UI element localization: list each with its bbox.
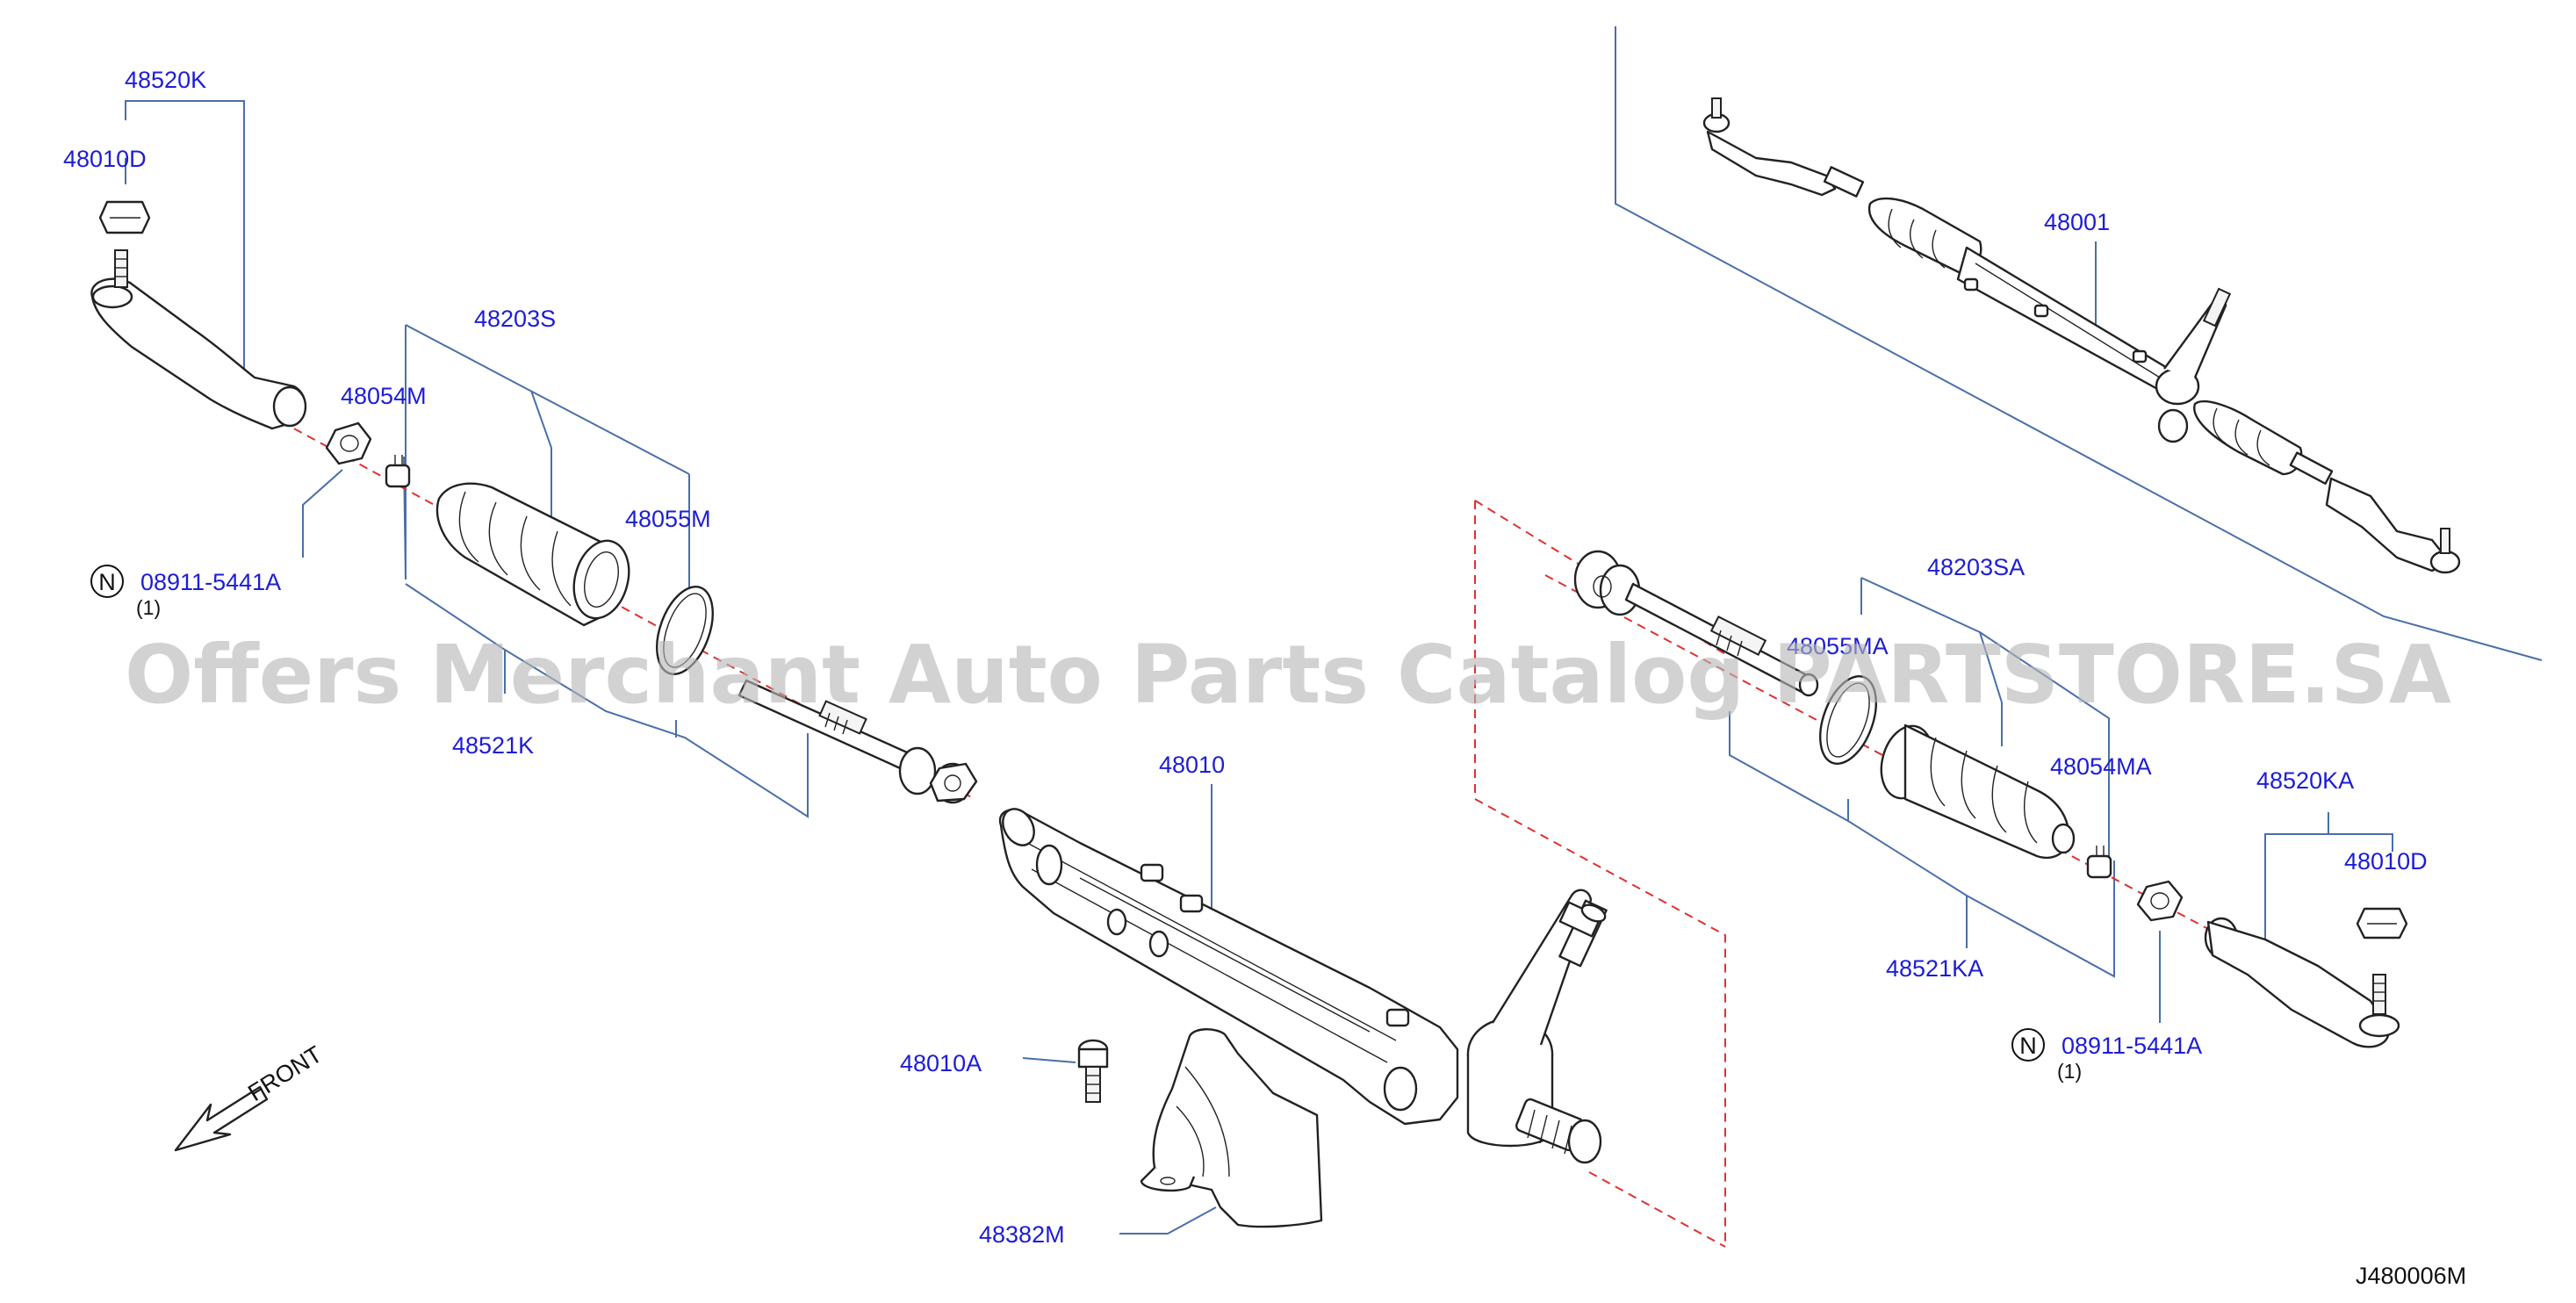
n-circle-icon: N — [2011, 1028, 2045, 1062]
label-48382M: 48382M — [979, 1221, 1065, 1248]
left-boot-clamp — [656, 586, 714, 675]
label-48054M: 48054M — [341, 383, 427, 409]
heat-shield — [1140, 1028, 1323, 1228]
qty-right: (1) — [2057, 1060, 2082, 1083]
label-48001: 48001 — [2044, 209, 2110, 235]
rack-assembly-48001 — [1702, 97, 2461, 574]
label-48054MA: 48054MA — [2050, 753, 2152, 780]
label-48010: 48010 — [1159, 752, 1225, 778]
label-48010D-right: 48010D — [2344, 848, 2428, 875]
leader-lines — [125, 26, 2543, 1235]
label-48055M: 48055M — [625, 506, 711, 532]
watermark: Offers Merchant Auto Parts Catalog PARTS… — [125, 628, 2451, 722]
front-arrow-icon — [174, 1085, 269, 1152]
left-inner-tie-rod — [738, 679, 978, 804]
label-48520K: 48520K — [125, 67, 206, 93]
rack-housing — [998, 808, 1608, 1164]
left-castle-nut — [98, 200, 151, 234]
right-boot-clamp — [1819, 675, 1877, 765]
label-48055MA: 48055MA — [1787, 633, 1889, 659]
label-48521K: 48521K — [452, 732, 534, 759]
label-48203SA: 48203SA — [1927, 554, 2025, 580]
right-inner-tie-rod — [1573, 550, 1819, 697]
right-clip — [2086, 846, 2112, 879]
mount-bolt — [1077, 1039, 1109, 1103]
right-tie-rod-end — [2204, 917, 2400, 1048]
right-lock-nut — [2136, 880, 2184, 922]
n-circle-icon: N — [90, 565, 124, 598]
diagram-code: J480006M — [2356, 1263, 2466, 1289]
label-48203S: 48203S — [474, 306, 556, 332]
right-boot — [1880, 723, 2076, 860]
label-48520KA: 48520KA — [2256, 767, 2354, 794]
left-boot — [435, 482, 630, 627]
left-tie-rod-end — [90, 249, 307, 430]
label-48010D-left: 48010D — [63, 146, 147, 172]
right-castle-nut — [2356, 907, 2408, 939]
front-label: FRONT — [243, 1040, 327, 1106]
label-48521KA: 48521KA — [1886, 955, 1983, 982]
qty-left: (1) — [136, 596, 161, 619]
left-lock-nut — [325, 421, 372, 465]
label-08911-right: 08911-5441A — [2062, 1033, 2202, 1059]
label-08911-left: 08911-5441A — [140, 569, 281, 595]
svg-text:N: N — [98, 569, 116, 595]
part-labels: 48520K 48010D 48203S 48054M 48055M 08911… — [63, 67, 2466, 1289]
svg-text:N: N — [2019, 1033, 2037, 1059]
left-clip — [385, 455, 411, 488]
label-48010A: 48010A — [900, 1050, 982, 1076]
